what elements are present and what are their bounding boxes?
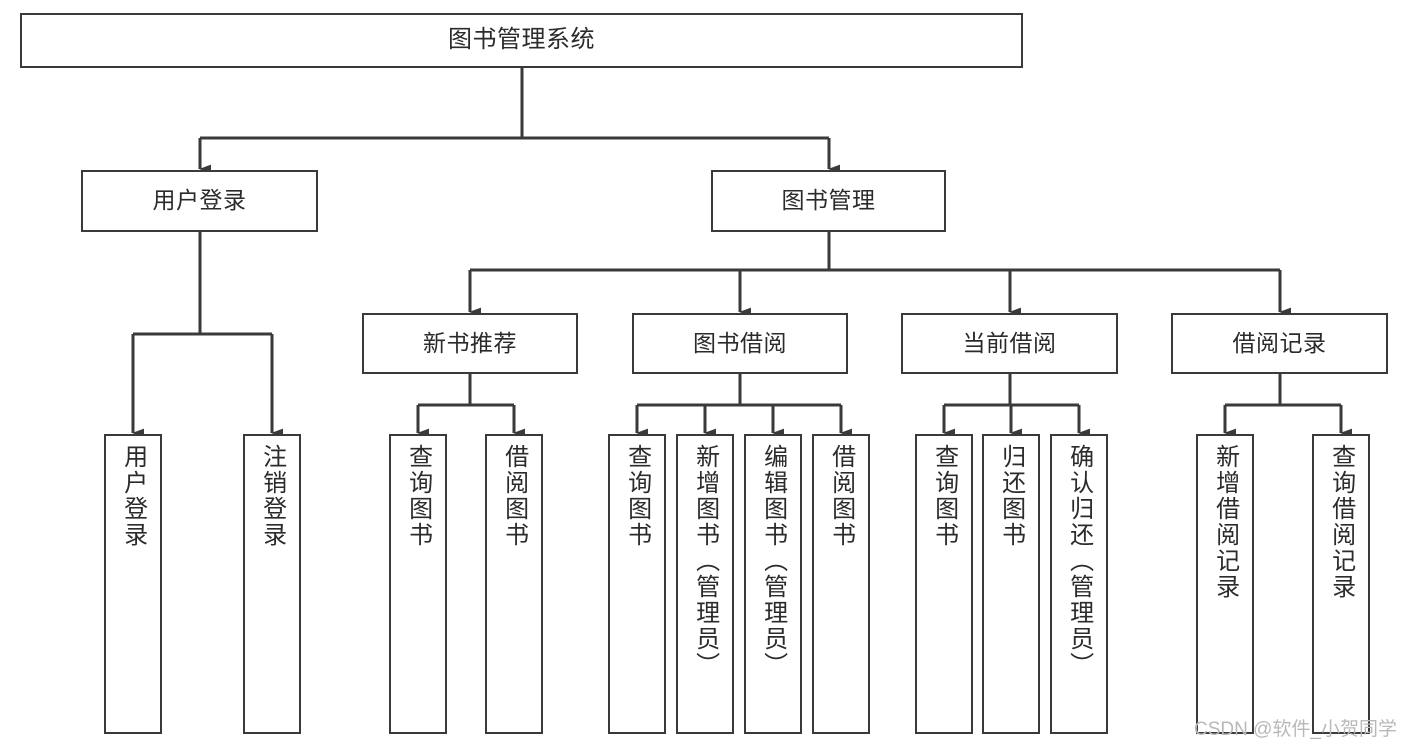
node-label: 新增借阅记录 [1211,444,1239,600]
node-label: 图书借阅 [693,329,787,356]
node-book-manage[interactable]: 图书管理 [711,170,946,232]
node-leaf-return-book[interactable]: 归还图书 [982,434,1040,734]
node-label: 用户登录 [152,187,247,214]
node-label: 新增图书（管理员） [691,444,719,678]
node-label: 确认归还（管理员） [1065,444,1093,678]
node-leaf-confirm-return[interactable]: 确认归还（管理员） [1050,434,1108,734]
node-label: 查询图书 [930,444,958,548]
node-leaf-edit-book[interactable]: 编辑图书（管理员） [744,434,802,734]
node-label: 归还图书 [997,444,1025,548]
node-book-borrow[interactable]: 图书借阅 [632,313,848,374]
node-leaf-add-book[interactable]: 新增图书（管理员） [676,434,734,734]
node-leaf-borrow-book-rec[interactable]: 借阅图书 [485,434,543,734]
node-leaf-add-record[interactable]: 新增借阅记录 [1196,434,1254,734]
node-borrow-record[interactable]: 借阅记录 [1171,313,1388,374]
node-leaf-query-record[interactable]: 查询借阅记录 [1312,434,1370,734]
node-label: 当前借阅 [962,329,1057,356]
node-leaf-query-book-rec[interactable]: 查询图书 [389,434,447,734]
node-user-login[interactable]: 用户登录 [81,170,318,232]
node-label: 查询图书 [623,444,651,548]
node-leaf-query-book[interactable]: 查询图书 [608,434,666,734]
node-label: 用户登录 [119,444,147,548]
node-label: 新书推荐 [423,329,517,356]
watermark: CSDN @软件_小贺同学 [1194,719,1397,740]
node-current-borrow[interactable]: 当前借阅 [901,313,1118,374]
node-label: 借阅图书 [500,444,528,548]
node-label: 图书管理系统 [448,26,595,54]
node-label: 图书管理 [781,187,876,214]
node-leaf-user-login[interactable]: 用户登录 [104,434,162,734]
node-label: 借阅图书 [827,444,855,548]
node-leaf-query-book-cur[interactable]: 查询图书 [915,434,973,734]
node-new-book-recommend[interactable]: 新书推荐 [362,313,578,374]
node-label: 注销登录 [258,444,286,548]
node-label: 编辑图书（管理员） [759,444,787,678]
node-leaf-borrow-book[interactable]: 借阅图书 [812,434,870,734]
node-label: 查询图书 [404,444,432,548]
node-label: 查询借阅记录 [1327,444,1355,600]
node-label: 借阅记录 [1232,329,1327,356]
node-leaf-logout[interactable]: 注销登录 [243,434,301,734]
node-root[interactable]: 图书管理系统 [20,13,1023,68]
